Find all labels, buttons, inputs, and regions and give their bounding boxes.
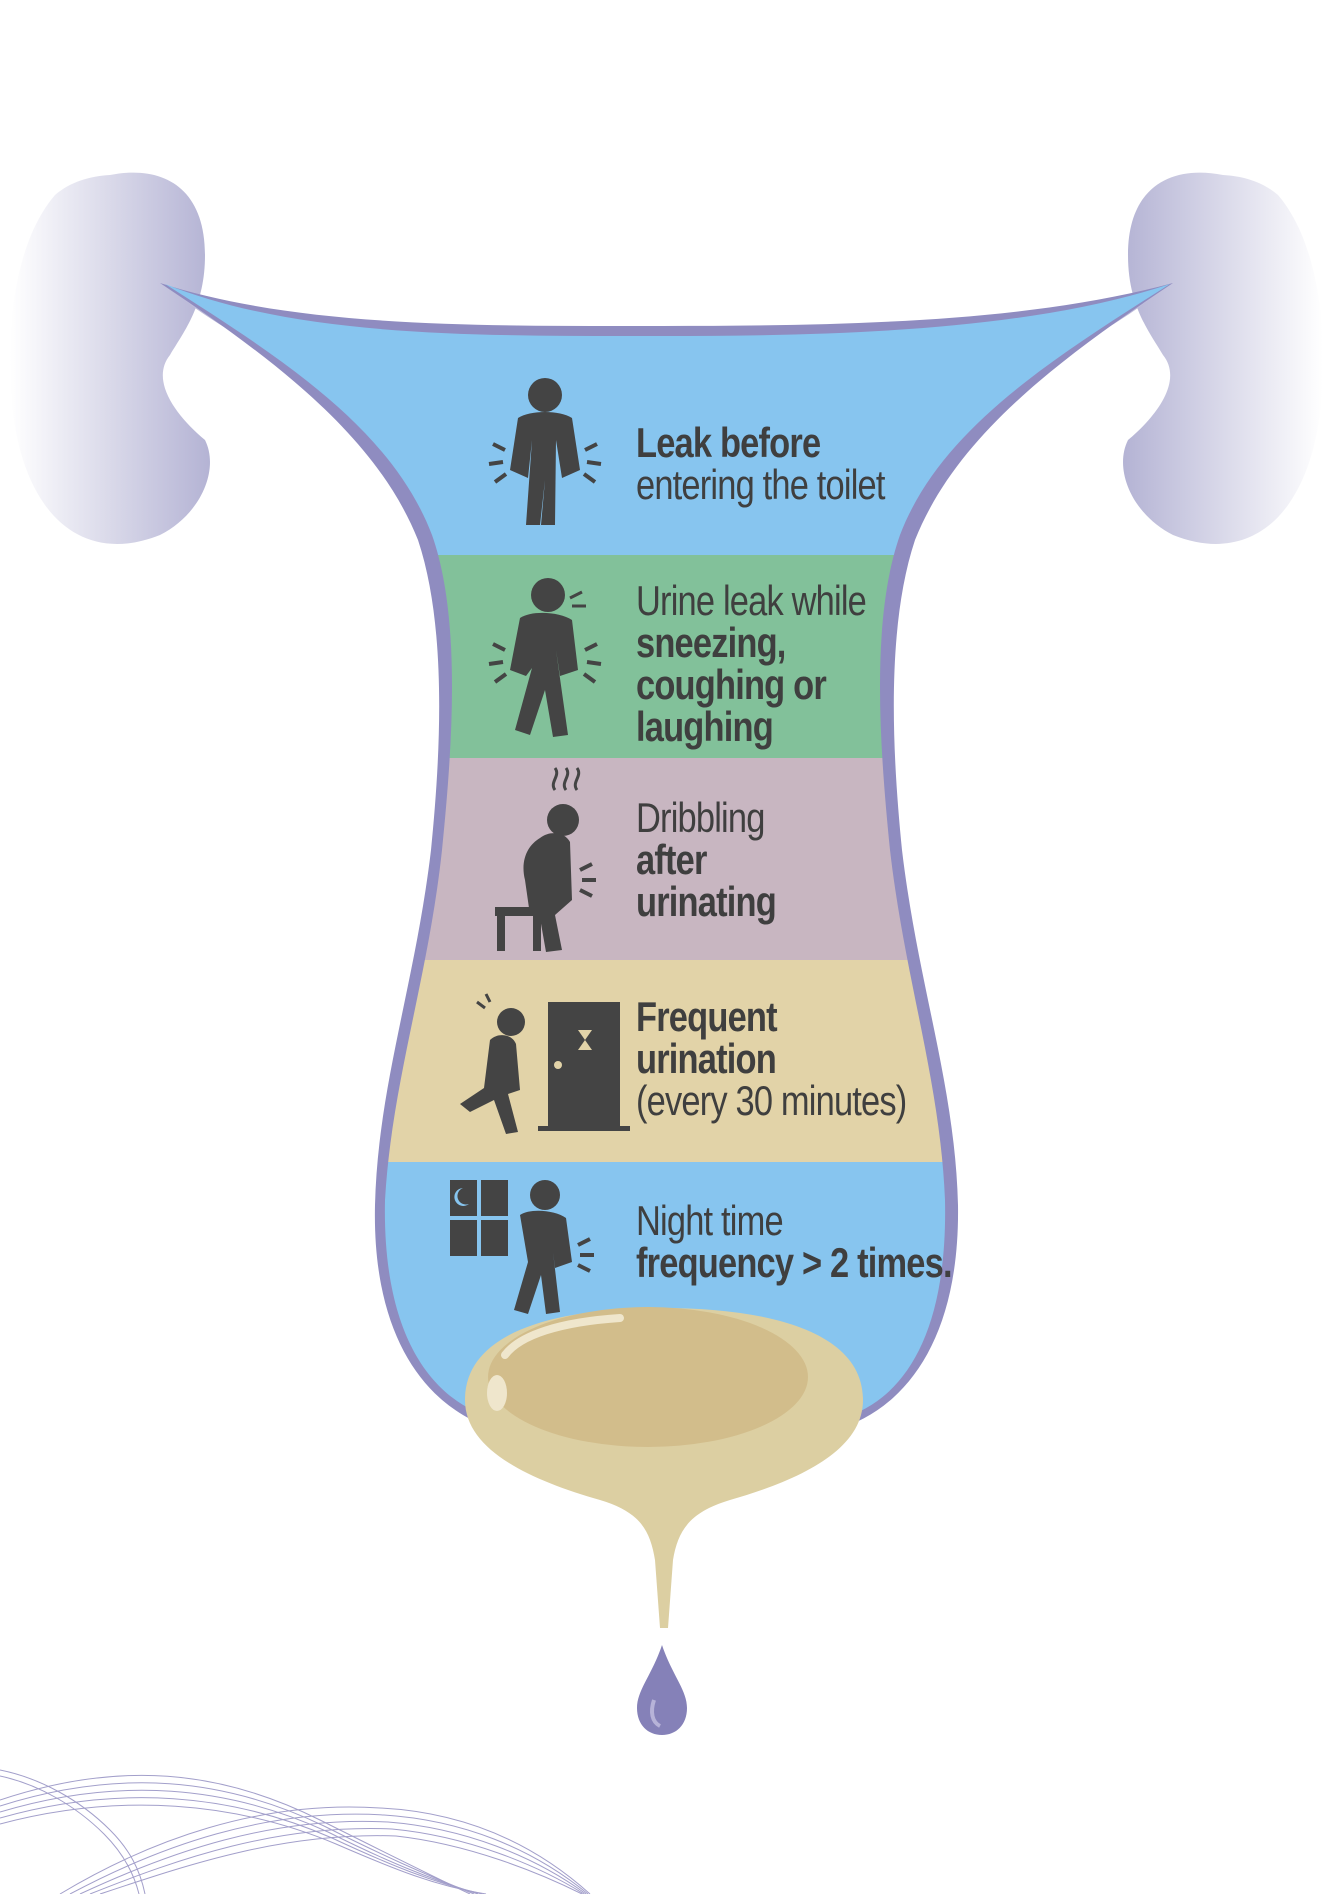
bladder-surface	[488, 1307, 808, 1447]
label-line: urinating	[636, 878, 777, 925]
label-line: entering the toilet	[636, 461, 885, 508]
wave-decoration	[0, 1769, 591, 1894]
symptom-label-3: Dribbling after urinating	[636, 794, 777, 925]
symptom-label-2: Urine leak while sneezing, coughing or l…	[636, 577, 867, 750]
person-rising-from-chair-icon	[495, 767, 596, 952]
person-rushing-to-restroom-icon	[460, 993, 630, 1134]
label-line: Urine leak while	[636, 577, 867, 624]
person-at-night-window-icon	[450, 1180, 594, 1314]
person-sneezing-icon	[488, 578, 602, 737]
label-line: frequency > 2 times.	[636, 1239, 953, 1286]
label-line: Leak before	[636, 419, 821, 466]
left-kidney	[10, 172, 210, 544]
band-1	[165, 284, 1170, 555]
label-line: coughing or	[636, 661, 827, 708]
label-line: Dribbling	[636, 794, 765, 841]
label-line: urination	[636, 1035, 777, 1082]
label-line: Frequent	[636, 993, 778, 1040]
symptom-label-5: Night time frequency > 2 times.	[636, 1197, 953, 1286]
right-kidney	[1123, 172, 1323, 544]
symptom-label-4: Frequent urination (every 30 minutes)	[636, 993, 907, 1124]
label-line: laughing	[636, 703, 774, 750]
person-holding-groin-icon	[488, 378, 602, 525]
label-line: Night time	[636, 1197, 784, 1244]
symptom-label-1: Leak before entering the toilet	[636, 422, 885, 506]
label-line: (every 30 minutes)	[636, 1077, 907, 1124]
droplet	[637, 1645, 687, 1735]
label-line: after	[636, 836, 707, 883]
label-line: sneezing,	[636, 619, 786, 666]
